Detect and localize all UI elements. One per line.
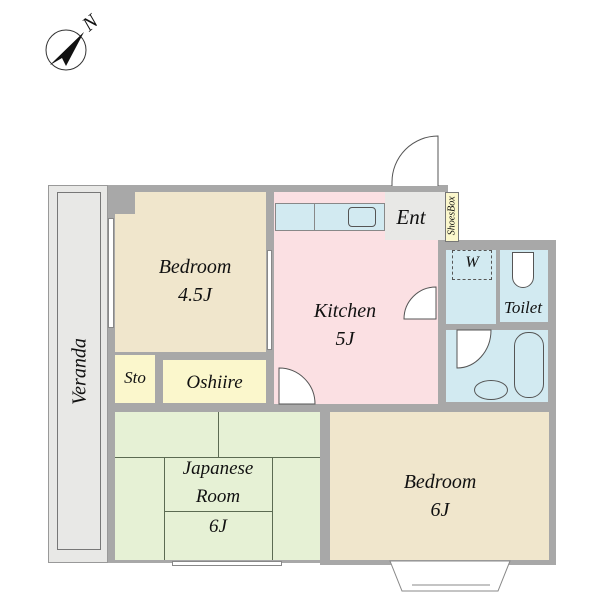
- bedroom-corner-column: [115, 192, 135, 214]
- bath-door-swing: [456, 329, 492, 369]
- storage: [115, 355, 155, 403]
- bay-window: [389, 560, 511, 592]
- veranda-label: Veranda: [68, 338, 91, 405]
- washbasin-icon: [474, 380, 508, 400]
- shoebox: [445, 192, 459, 242]
- tatami-line: [272, 457, 273, 560]
- japanese-room-window: [172, 561, 282, 566]
- washroom: [446, 250, 496, 324]
- tatami-line: [115, 457, 320, 458]
- shoebox-label: ShoesBox: [446, 196, 458, 236]
- bedroom-small-window: [108, 218, 114, 328]
- entrance-door-swing: [391, 135, 439, 186]
- bedroom-small-label: Bedroom: [158, 256, 232, 278]
- japanese-room-label: Japanese: [182, 458, 254, 479]
- bedroom-large: [330, 412, 549, 560]
- counter-divider: [314, 203, 315, 231]
- japanese-room-label-2: Room: [195, 486, 241, 507]
- wet-area-door-swing: [403, 286, 437, 320]
- japanese-room-size: 6J: [209, 516, 227, 537]
- washer-label: W: [465, 254, 479, 271]
- oshiire-label: Oshiire: [186, 372, 243, 393]
- entrance: [385, 192, 445, 240]
- kitchen-label: Kitchen: [313, 300, 377, 322]
- bedroom-large-label: Bedroom: [403, 471, 477, 493]
- washer-space: [452, 250, 492, 280]
- tatami-line: [164, 457, 165, 560]
- compass-north-icon: [45, 29, 87, 71]
- kitchen-door-swing: [278, 367, 316, 405]
- tatami-line: [164, 511, 272, 512]
- entrance-label: Ent: [396, 205, 426, 229]
- bedroom-large-size: 6J: [430, 499, 450, 521]
- kitchen-size: 5J: [335, 328, 355, 350]
- compass: N: [40, 10, 110, 75]
- tatami-line: [218, 412, 219, 457]
- toilet-fixture-icon: [512, 252, 534, 288]
- storage-label: Sto: [124, 368, 146, 387]
- bedroom-small: [115, 192, 266, 352]
- veranda-inner-rail: [57, 192, 101, 550]
- toilet-label: Toilet: [503, 298, 543, 317]
- oshiire: [163, 360, 266, 403]
- japanese-room: [115, 412, 320, 560]
- veranda: [48, 185, 108, 563]
- bathtub-icon: [514, 332, 544, 398]
- bedroom-small-size: 4.5J: [178, 284, 212, 306]
- bedroom-small-side-opening: [267, 250, 272, 350]
- sink-icon: [348, 207, 376, 227]
